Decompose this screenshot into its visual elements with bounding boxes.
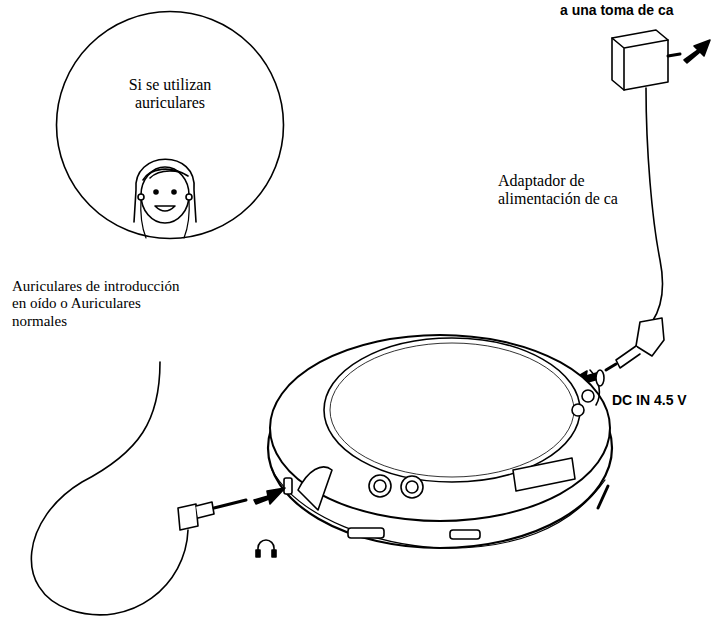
adapter-body (612, 30, 668, 90)
earpiece (138, 194, 144, 200)
part-label: Auriculares de introducción en oído o Au… (12, 278, 184, 330)
jack-panel (298, 467, 332, 510)
small-button (582, 390, 594, 402)
switch (348, 528, 384, 538)
hair (134, 159, 196, 222)
lid-rim (330, 343, 574, 477)
headphone-cable (31, 362, 188, 615)
eye (172, 190, 176, 194)
dc-in-jack (596, 370, 604, 386)
dc-plug-neck (616, 346, 640, 368)
ac-adapter (570, 30, 710, 387)
switch (450, 530, 480, 539)
adapter-cable (646, 88, 662, 322)
lid (324, 338, 580, 482)
arrow (254, 488, 285, 504)
jack-label: DC IN 4.5 V (612, 392, 712, 409)
button-inner (406, 481, 418, 493)
plug-pin (214, 500, 246, 508)
headphone-symbol (256, 550, 260, 557)
adapter-edge (612, 38, 668, 90)
cd-player (268, 335, 612, 548)
dc-plug-pin (606, 364, 616, 370)
plug-body (178, 504, 198, 530)
callout-circle (57, 12, 284, 239)
headphones (31, 362, 285, 615)
player-top (270, 335, 610, 521)
earphone-wire (141, 198, 190, 238)
button (369, 475, 391, 497)
side-switch (598, 486, 608, 508)
callout-circle: Si se utilizan auriculares (55, 10, 285, 240)
outlet-label: a una toma de ca (560, 2, 710, 19)
node-text: Si se utilizan auriculares (105, 76, 235, 113)
fringe (143, 169, 188, 180)
head (141, 167, 189, 223)
adapter-pin (668, 54, 680, 56)
button-inner (374, 480, 386, 492)
part-label: Adaptador de alimentación de ca (498, 172, 638, 209)
dc-plug (636, 318, 664, 356)
display (513, 458, 575, 491)
face-figure (134, 159, 196, 238)
button (401, 476, 423, 498)
mouth (155, 206, 175, 211)
small-button (572, 404, 584, 416)
headphone-symbol (272, 550, 276, 557)
arrow (684, 40, 710, 63)
earpiece (186, 194, 192, 200)
plug-neck (196, 502, 214, 518)
eye (154, 190, 158, 194)
node-outline (55, 10, 285, 240)
headphone-jack (284, 478, 292, 494)
